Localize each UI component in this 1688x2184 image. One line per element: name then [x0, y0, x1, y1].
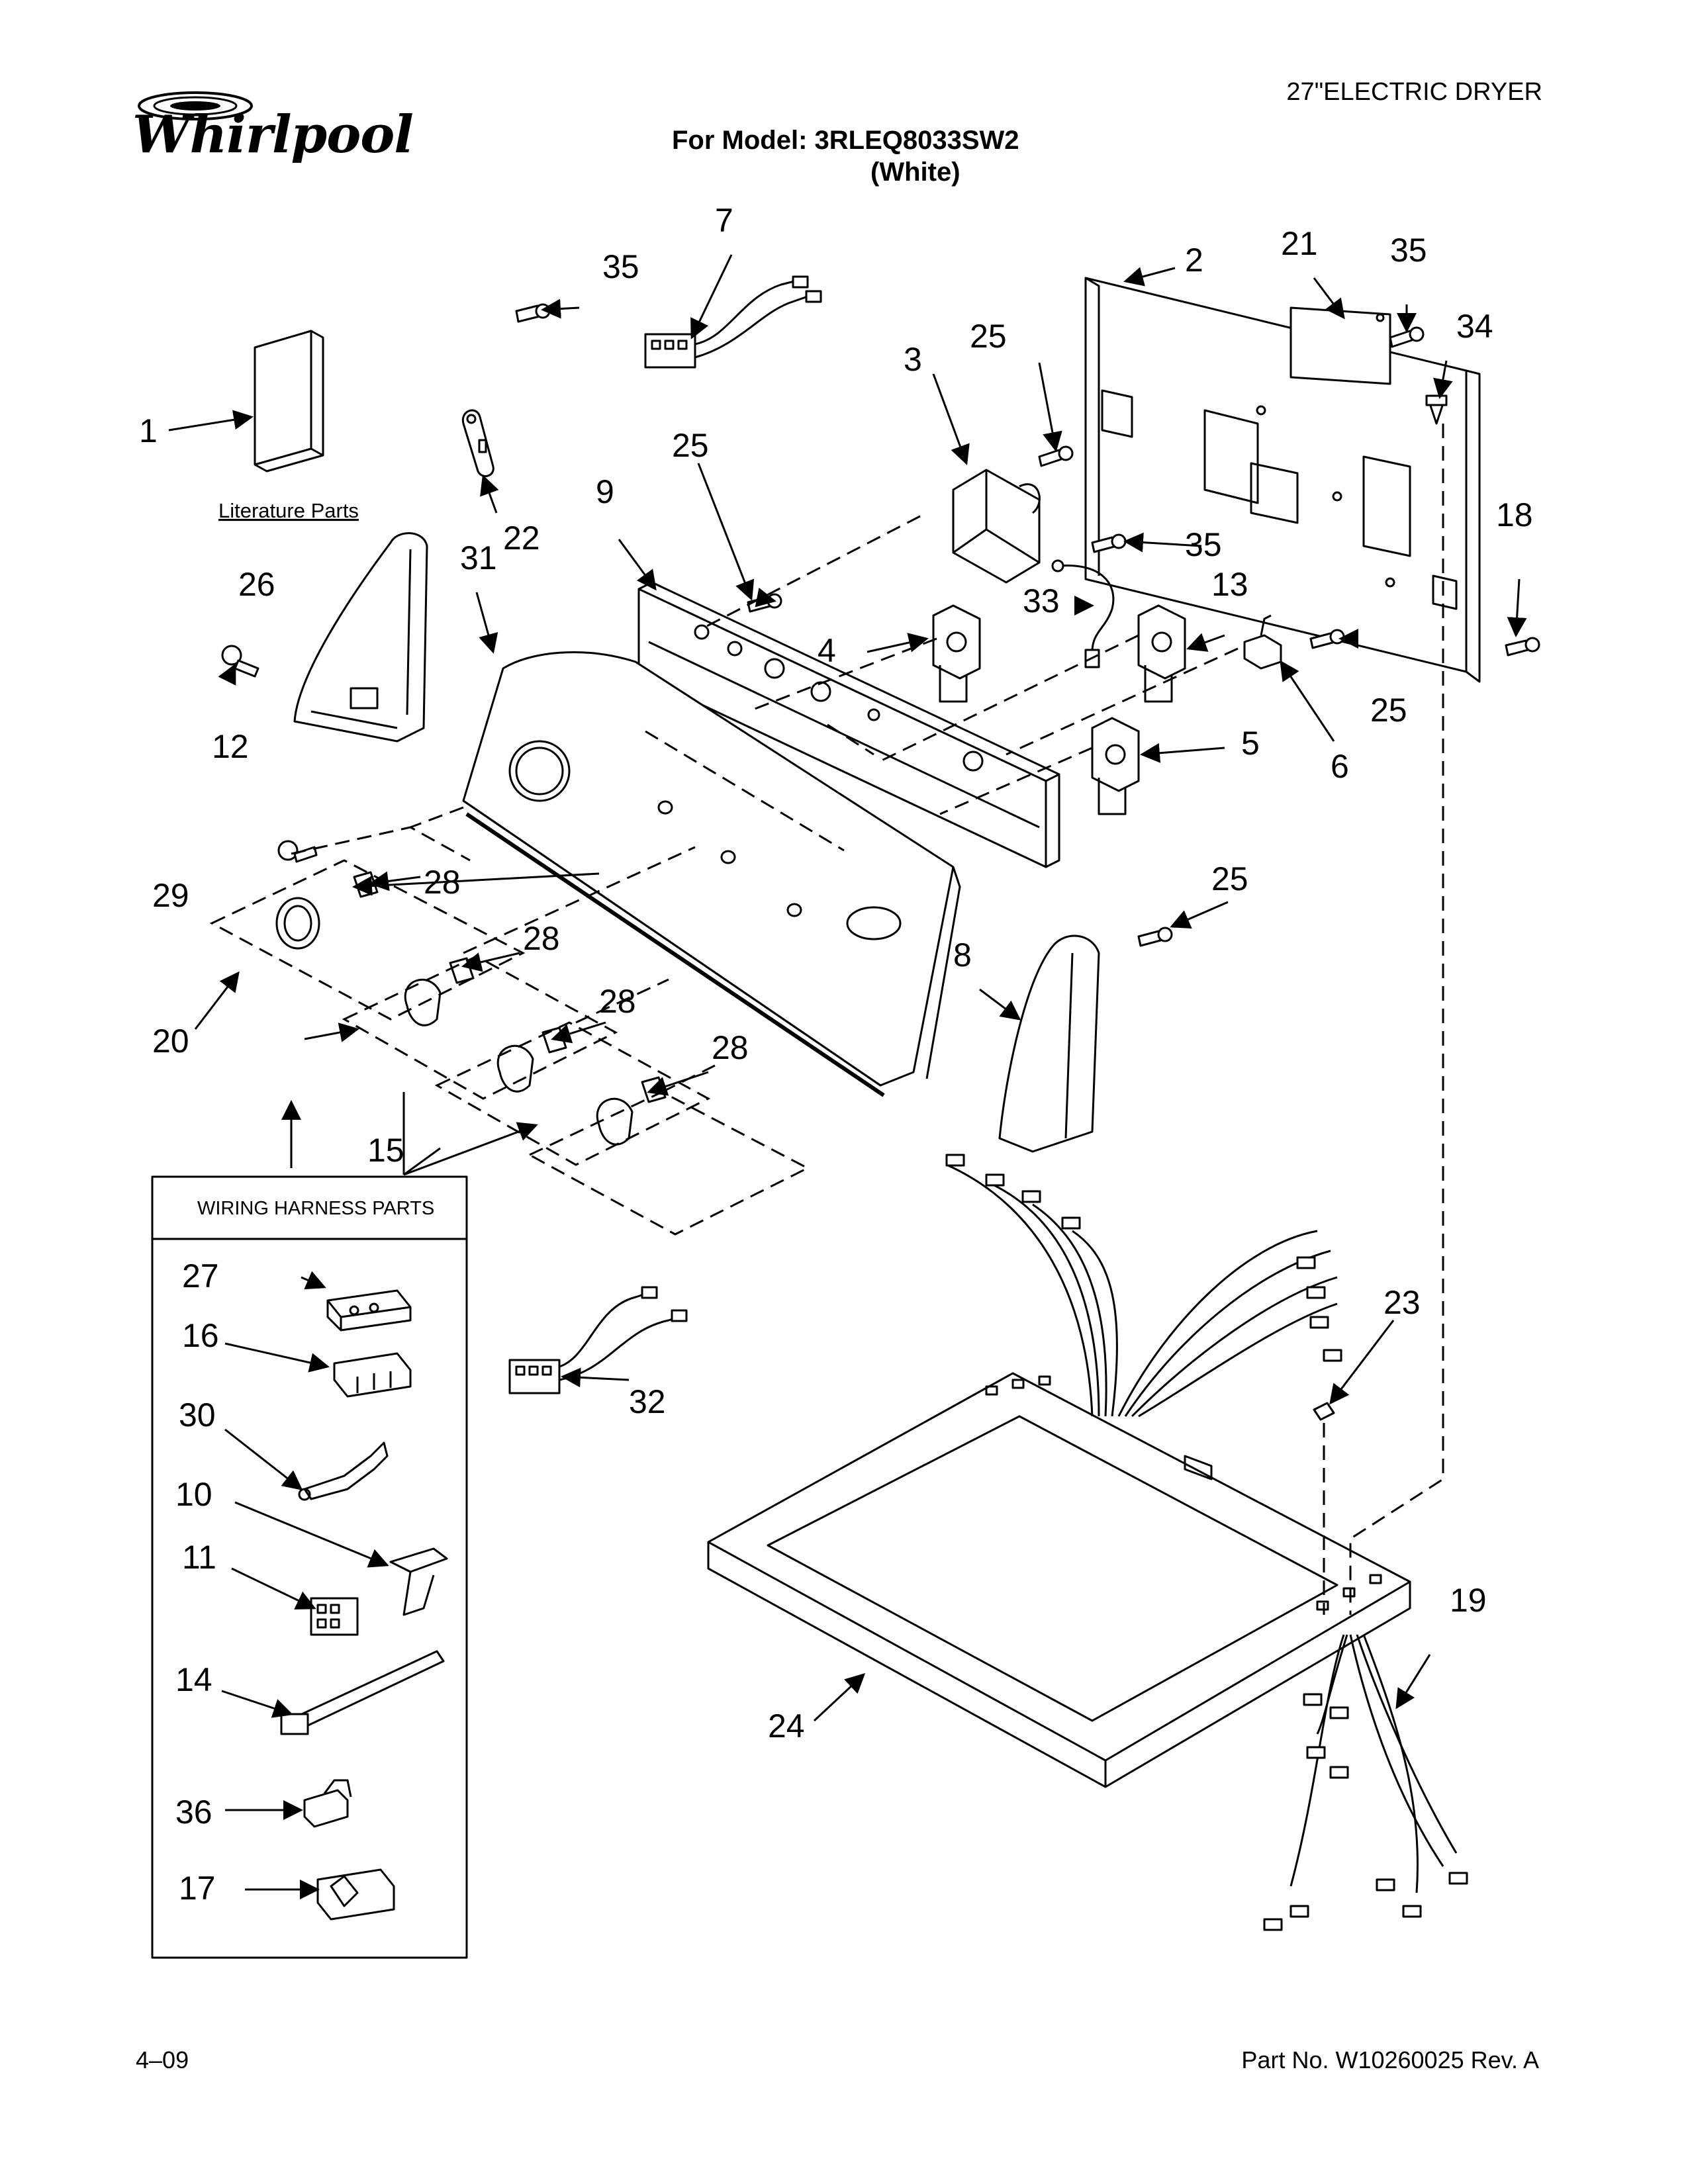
- bracket-22: [461, 409, 494, 477]
- callout-20: 20: [152, 1023, 189, 1060]
- footer-part-number: Part No. W10260025 Rev. A: [1241, 2046, 1539, 2073]
- callout-36: 36: [175, 1794, 212, 1831]
- callout-21: 21: [1281, 225, 1318, 262]
- callout-25-a: 25: [970, 318, 1007, 355]
- leader-lines: [168, 254, 1527, 1899]
- callout-7: 7: [715, 202, 733, 239]
- callout-28-c: 28: [599, 983, 636, 1020]
- callout-10: 10: [175, 1476, 212, 1513]
- callout-11: 11: [182, 1539, 216, 1576]
- wiring-box: [151, 1175, 468, 1959]
- part-17: [316, 1868, 395, 1921]
- callout-28-a: 28: [424, 864, 461, 901]
- screw-25-d: [1137, 927, 1173, 947]
- board-21: [1289, 306, 1391, 385]
- callout-35-a: 35: [602, 248, 639, 285]
- screw-18: [1505, 637, 1540, 657]
- screw-25-a: [1038, 445, 1074, 467]
- part-11: [310, 1597, 359, 1636]
- callout-1: 1: [139, 412, 158, 449]
- screw-12: [221, 645, 259, 678]
- callout-25-b: 25: [672, 427, 709, 464]
- harness-33: [1051, 559, 1115, 668]
- brand-name: Whirlpool: [132, 105, 414, 165]
- callout-29: 29: [152, 877, 189, 914]
- top-panel-24: [707, 1372, 1411, 1788]
- callout-15: 15: [367, 1132, 404, 1169]
- product-title: 27"ELECTRIC DRYER: [1286, 78, 1542, 106]
- switch-13: [1137, 604, 1186, 703]
- part-10: [389, 1547, 448, 1616]
- model-heading: For Model: 3RLEQ8033SW2 (White): [672, 124, 1019, 188]
- harness-32: [508, 1286, 688, 1394]
- callout-6: 6: [1331, 748, 1349, 785]
- callout-33: 33: [1023, 582, 1060, 619]
- callout-25-d: 25: [1370, 692, 1407, 729]
- callout-3: 3: [904, 341, 922, 378]
- part-30: [298, 1441, 389, 1501]
- callout-14: 14: [175, 1661, 212, 1698]
- knob-15-c: [596, 1076, 667, 1146]
- switch-4: [932, 604, 981, 703]
- callout-9: 9: [596, 473, 614, 510]
- callout-4: 4: [818, 632, 836, 669]
- knob-15-a: [404, 957, 475, 1026]
- part-36: [303, 1779, 352, 1828]
- knob-20: [275, 871, 379, 950]
- color-line: (White): [870, 158, 961, 187]
- screw-29: [277, 840, 318, 863]
- switch-5: [1091, 717, 1140, 815]
- whirlpool-logo: Whirlpool: [132, 86, 414, 172]
- callout-28-b: 28: [523, 920, 560, 957]
- callout-12: 12: [212, 728, 249, 765]
- callout-25-c: 25: [1211, 860, 1248, 897]
- end-cap-26: [293, 532, 428, 743]
- callout-31: 31: [460, 539, 497, 576]
- callout-27: 27: [182, 1257, 219, 1295]
- literature-booklet: [254, 330, 324, 473]
- callout-5: 5: [1241, 725, 1260, 762]
- callout-26: 26: [238, 566, 275, 603]
- callout-13: 13: [1211, 566, 1248, 603]
- callout-22: 22: [503, 520, 540, 557]
- end-cap-8: [998, 934, 1100, 1153]
- callout-28-d: 28: [712, 1029, 749, 1066]
- callout-18: 18: [1496, 496, 1533, 533]
- callout-35-b: 35: [1390, 232, 1427, 269]
- model-line: For Model: 3RLEQ8033SW2: [672, 126, 1019, 155]
- screw-35-b: [1389, 326, 1425, 348]
- footer-date: 4–09: [136, 2046, 189, 2073]
- harness-19: [1263, 1634, 1468, 1931]
- main-harness: [945, 1154, 1342, 1418]
- clip-23: [1313, 1402, 1335, 1421]
- console-31: [462, 651, 961, 1097]
- callout-23: 23: [1383, 1284, 1421, 1321]
- callout-numbers: 1 2 3 4 5 6 7 8 9 10 11 12 13 14 15 16 1…: [139, 202, 1533, 1907]
- callout-19: 19: [1450, 1582, 1487, 1619]
- harness-7: [644, 275, 822, 369]
- logo-swirl-icon: [138, 91, 253, 120]
- part-14: [280, 1650, 445, 1735]
- timer-3: [952, 469, 1041, 584]
- callout-8: 8: [953, 936, 972, 974]
- callout-32: 32: [629, 1383, 666, 1420]
- callout-2: 2: [1185, 242, 1203, 279]
- callout-30: 30: [179, 1396, 216, 1433]
- callout-24: 24: [768, 1707, 805, 1745]
- part-16: [333, 1352, 412, 1398]
- screw-35-a: [515, 303, 551, 323]
- callout-35-c: 35: [1185, 526, 1222, 563]
- callout-17: 17: [179, 1870, 216, 1907]
- part-27: [326, 1289, 412, 1332]
- wiring-box-title: WIRING HARNESS PARTS: [197, 1198, 434, 1219]
- callout-16: 16: [182, 1317, 219, 1354]
- callout-34: 34: [1456, 308, 1493, 345]
- literature-label: Literature Parts: [218, 499, 359, 522]
